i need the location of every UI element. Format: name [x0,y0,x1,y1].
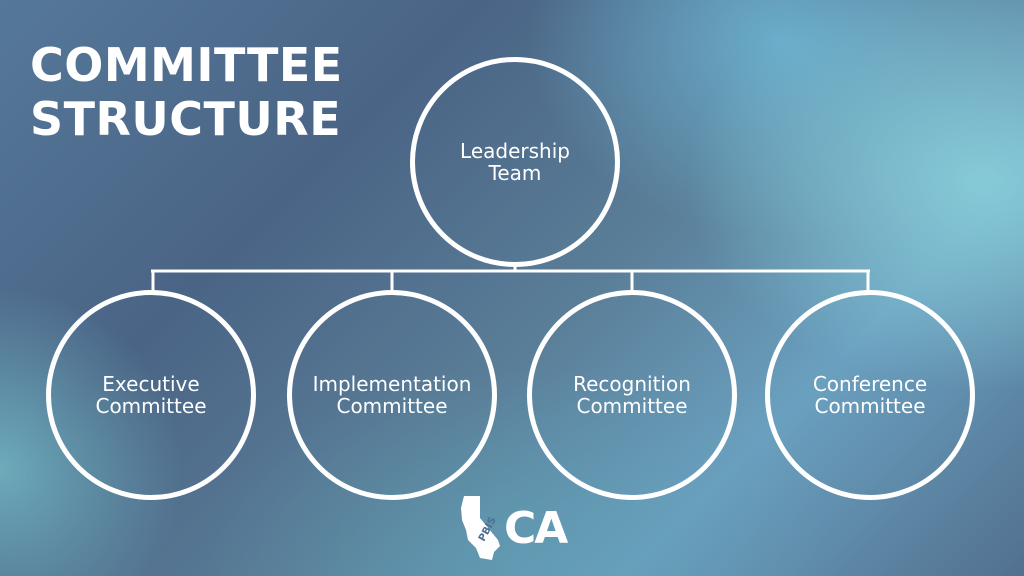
node-conference-committee: Conference Committee [765,290,975,500]
node-label: Conference Committee [812,372,928,418]
logo-ca-text: CA [504,503,568,554]
california-state-icon: PBIS [461,496,500,560]
title-line-1: COMMITTEE [30,38,343,92]
node-leadership-team: Leadership Team [410,57,620,267]
node-recognition-committee: Recognition Committee [527,290,737,500]
node-label: Executive Committee [95,372,207,418]
node-implementation-committee: Implementation Committee [287,290,497,500]
title-line-2: STRUCTURE [30,92,342,146]
node-label: Recognition Committee [573,372,691,418]
ca-pbis-logo: PBIS CA [458,494,568,564]
slide-title: COMMITTEE STRUCTURE [30,38,343,146]
node-label: Leadership Team [460,139,570,185]
node-executive-committee: Executive Committee [46,290,256,500]
node-label: Implementation Committee [312,372,472,418]
